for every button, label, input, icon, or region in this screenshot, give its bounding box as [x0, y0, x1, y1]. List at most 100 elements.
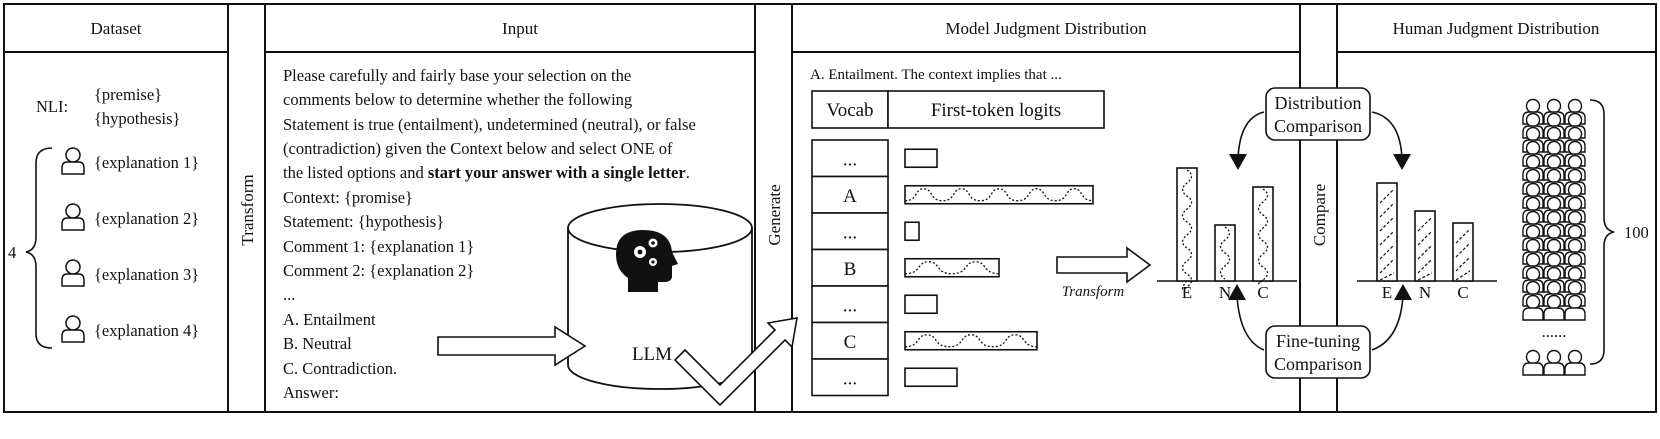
arrowhead-human-top — [1393, 154, 1411, 170]
logit-bar — [904, 330, 1038, 351]
prompt-line-4: (contradiction) given the Context below … — [283, 139, 673, 158]
input-to-llm-arrow — [437, 325, 587, 367]
prompt-line-1: Please carefully and fairly base your se… — [283, 66, 631, 85]
finetuning-comparison-line-2: Comparison — [1274, 354, 1362, 374]
hypothesis-text: {hypothesis} — [94, 109, 180, 128]
prompt-option-b: B. Neutral — [283, 334, 352, 353]
prompt-comment-1: Comment 1: {explanation 1} — [283, 237, 474, 256]
llm-cylinder — [567, 203, 753, 390]
vocab-row-cell — [811, 285, 889, 324]
logit-bar — [904, 367, 958, 388]
header-human-judgment: Human Judgment Distribution — [1393, 19, 1600, 38]
transform-side-label: Transform — [238, 174, 257, 245]
header-model-judgment: Model Judgment Distribution — [945, 19, 1147, 38]
logit-bar — [904, 148, 938, 169]
transform-arrow — [1056, 246, 1152, 284]
annotator-3-icon — [61, 259, 85, 287]
distribution-comparison-box — [1265, 87, 1371, 141]
vocab-header: Vocab — [826, 100, 873, 121]
distribution-bar — [1376, 182, 1398, 282]
curve-arrow-to-human-top — [1371, 111, 1403, 159]
distribution-bar — [1252, 186, 1274, 282]
prompt-answer: Answer: — [283, 383, 339, 402]
nli-label: NLI: — [36, 97, 68, 116]
annotator-4-icon — [61, 315, 85, 343]
explanation-4: {explanation 4} — [94, 321, 199, 340]
distribution-bar — [1176, 167, 1198, 282]
distribution-category-label: C — [1257, 283, 1268, 302]
explanation-1: {explanation 1} — [94, 153, 199, 172]
vocab-row-cell — [811, 212, 889, 251]
crowd-count: 100 — [1624, 223, 1649, 242]
logit-bar — [904, 184, 1094, 205]
curve-arrow-from-human-bottom — [1371, 295, 1404, 351]
logits-header-cell — [887, 90, 1105, 129]
brain-head-icon — [616, 230, 678, 292]
prompt-line-5: the listed options and start your answer… — [283, 163, 690, 182]
llm-output-arrow — [673, 317, 798, 407]
generate-side-label: Generate — [765, 184, 784, 245]
distribution-comparison-line-1: Distribution — [1274, 93, 1361, 113]
logit-bars — [904, 148, 1094, 388]
curve-arrow-from-model-bottom — [1236, 295, 1265, 351]
crowd-ellipsis: ...... — [1542, 322, 1567, 341]
prompt-line-2: comments below to determine whether the … — [283, 90, 632, 109]
explanations-count: 4 — [8, 243, 16, 262]
prompt-context: Context: {promise} — [283, 188, 413, 207]
outer-frame — [3, 3, 1657, 413]
crowd-brace — [1589, 99, 1615, 365]
vocab-row-cell — [811, 248, 889, 287]
llm-label: LLM — [632, 344, 672, 365]
logit-bar — [904, 294, 938, 315]
premise-text: {premise} — [94, 85, 162, 104]
compare-side-label: Compare — [1310, 184, 1329, 246]
prompt-line-3: Statement is true (entailment), undeterm… — [283, 115, 696, 134]
arrowhead-model-top — [1229, 154, 1247, 170]
annotator-1-icon — [61, 147, 85, 175]
explanation-3: {explanation 3} — [94, 265, 199, 284]
distribution-bar — [1452, 222, 1474, 282]
prompt-option-c: C. Contradiction. — [283, 359, 397, 378]
arrowhead-model-bottom — [1228, 284, 1246, 300]
vocab-row-cell — [811, 139, 889, 178]
logit-bar — [904, 221, 920, 242]
vocab-row-label: ... — [843, 149, 857, 170]
explanation-2: {explanation 2} — [94, 209, 199, 228]
vocab-table: ... A... B... C... — [811, 139, 889, 397]
vocab-row-cell — [811, 175, 889, 214]
distribution-category-label: N — [1419, 283, 1431, 302]
distribution-category-label: C — [1457, 283, 1468, 302]
annotator-crowd — [1522, 98, 1586, 376]
header-input: Input — [502, 19, 538, 38]
distribution-category-label: E — [1382, 283, 1392, 302]
header-dataset: Dataset — [91, 19, 142, 38]
distribution-comparison-line-2: Comparison — [1274, 116, 1362, 136]
vocab-row-cell — [811, 358, 889, 397]
transform-label: Transform — [1062, 284, 1125, 300]
prompt-statement: Statement: {hypothesis} — [283, 212, 444, 231]
logit-bar — [904, 257, 1000, 278]
generated-example-text: A. Entailment. The context implies that … — [810, 67, 1062, 83]
vocab-row-label: ... — [843, 222, 857, 243]
vocab-row-cell — [811, 321, 889, 360]
vocab-row-label: ... — [843, 295, 857, 316]
curve-arrow-to-model-top — [1237, 111, 1265, 159]
prompt-ellipsis: ... — [283, 285, 295, 304]
finetuning-comparison-line-1: Fine-tuning — [1276, 331, 1360, 351]
vocab-row-label: ... — [843, 368, 857, 389]
prompt-option-a: A. Entailment — [283, 310, 376, 329]
vocab-row-label: C — [844, 332, 857, 353]
explanations-brace — [25, 147, 53, 349]
distribution-bar — [1414, 210, 1436, 282]
finetuning-comparison-box — [1265, 325, 1371, 379]
prompt-comment-2: Comment 2: {explanation 2} — [283, 261, 474, 280]
vocab-row-label: A — [843, 186, 857, 207]
vocab-row-label: B — [844, 259, 857, 280]
prompt-text: Please carefully and fairly base your se… — [283, 66, 696, 402]
arrowhead-human-bottom — [1394, 284, 1412, 300]
distribution-category-label: N — [1219, 283, 1231, 302]
